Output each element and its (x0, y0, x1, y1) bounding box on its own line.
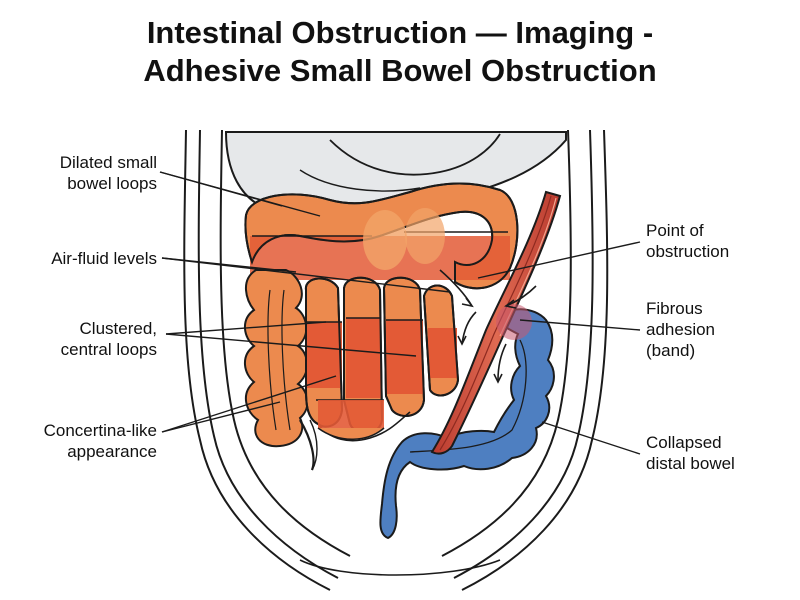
adhesion-band (430, 190, 562, 455)
leader-air-fluid-2 (161, 257, 451, 293)
leader-clustered-1 (165, 321, 327, 335)
leader-collapsed (541, 421, 641, 455)
diagram-title: Intestinal Obstruction — Imaging - Adhes… (0, 14, 800, 90)
abdominal-wall (183, 129, 609, 591)
leader-concertina-1 (161, 375, 337, 433)
leader-dilated-2 (159, 171, 321, 217)
leader-obstruction (477, 241, 641, 279)
label-clustered-loops: Clustered, central loops (60, 319, 157, 359)
label-fibrous-adhesion: Fibrous adhesion (band) (646, 299, 716, 360)
label-dilated-loops: Dilated small bowel loops (59, 153, 157, 193)
leader-concertina-2 (161, 401, 281, 433)
title-line-2: Adhesive Small Bowel Obstruction (143, 53, 657, 88)
central-loops (304, 276, 460, 442)
label-collapsed-distal-bowel: Collapsed distal bowel (646, 433, 735, 473)
dilated-upper-loop (244, 182, 519, 290)
leader-lines (159, 171, 641, 455)
label-concertina: Concertina-like appearance (43, 421, 157, 461)
obstruction-arrows (439, 269, 537, 384)
label-air-fluid-levels: Air-fluid levels (51, 249, 157, 268)
title-line-1: Intestinal Obstruction — Imaging - (146, 15, 654, 50)
leader-adhesion (519, 319, 641, 331)
label-point-of-obstruction: Point of obstruction (646, 221, 730, 261)
leader-clustered-2 (165, 333, 417, 357)
